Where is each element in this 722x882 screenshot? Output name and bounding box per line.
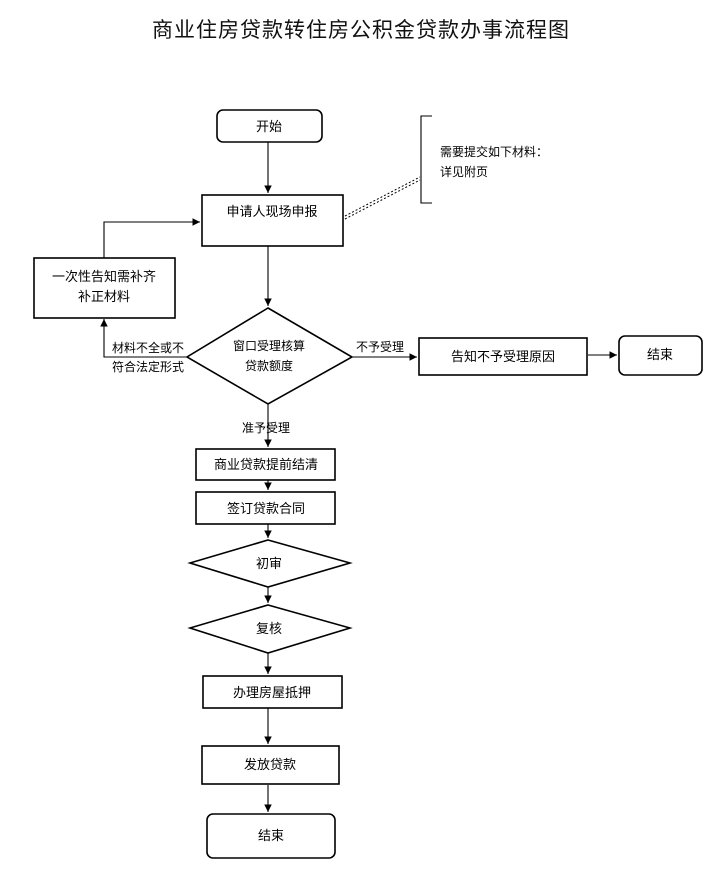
node-contract-label: 签订贷款合同 — [227, 501, 305, 517]
node-end: 结束 — [206, 813, 336, 859]
node-start: 开始 — [216, 109, 323, 143]
node-mortgage: 办理房屋抵押 — [202, 675, 343, 709]
node-first-review-label: 初审 — [256, 557, 282, 572]
node-disburse-label: 发放贷款 — [244, 757, 296, 773]
edge-label-not-accepted: 不予受理 — [356, 340, 404, 354]
diagram-title: 商业住房贷款转住房公积金贷款办事流程图 — [152, 18, 570, 42]
node-second-review-label: 复核 — [256, 622, 282, 637]
edge-label-accepted: 准予受理 — [242, 421, 290, 435]
node-apply: 申请人现场申报 — [201, 194, 344, 247]
node-first-review: 初审 — [187, 539, 353, 588]
node-end-reject-label: 结束 — [647, 348, 673, 363]
node-supplement: 一次性告知需补齐 补正材料 — [33, 257, 176, 319]
node-review: 窗口受理核算 贷款额度 — [185, 307, 354, 405]
edge-note-dashed-2 — [344, 179, 421, 220]
note-line-1: 需要提交如下材料： — [440, 144, 548, 159]
node-mortgage-label: 办理房屋抵押 — [233, 685, 311, 701]
node-contract: 签订贷款合同 — [195, 491, 336, 525]
node-supplement-line-2: 补正材料 — [78, 290, 130, 305]
node-apply-label: 申请人现场申报 — [226, 205, 317, 220]
node-start-label: 开始 — [256, 120, 282, 135]
node-review-line-2: 贷款额度 — [245, 358, 293, 373]
node-repay-label: 商业贷款提前结清 — [214, 457, 318, 473]
node-reject-reason: 告知不予受理原因 — [418, 337, 588, 376]
node-note: 需要提交如下材料： 详见附页 — [420, 115, 548, 204]
edge-supplement-apply — [103, 218, 200, 258]
edge-label-incomplete-line-2: 符合法定形式 — [112, 359, 184, 374]
node-second-review: 复核 — [187, 604, 353, 654]
node-reject-reason-label: 告知不予受理原因 — [451, 349, 555, 365]
node-end-reject: 结束 — [618, 335, 703, 376]
edge-label-incomplete-line-1: 材料不全或不 — [112, 340, 184, 355]
edge-review-supplement — [100, 319, 187, 358]
node-review-line-1: 窗口受理核算 — [233, 338, 305, 353]
node-repay: 商业贷款提前结清 — [195, 448, 336, 481]
note-line-2: 详见附页 — [440, 164, 488, 179]
node-end-label: 结束 — [258, 829, 284, 844]
node-disburse: 发放贷款 — [201, 745, 340, 785]
edge-note-dashed — [344, 176, 421, 217]
node-supplement-line-1: 一次性告知需补齐 — [52, 269, 156, 285]
